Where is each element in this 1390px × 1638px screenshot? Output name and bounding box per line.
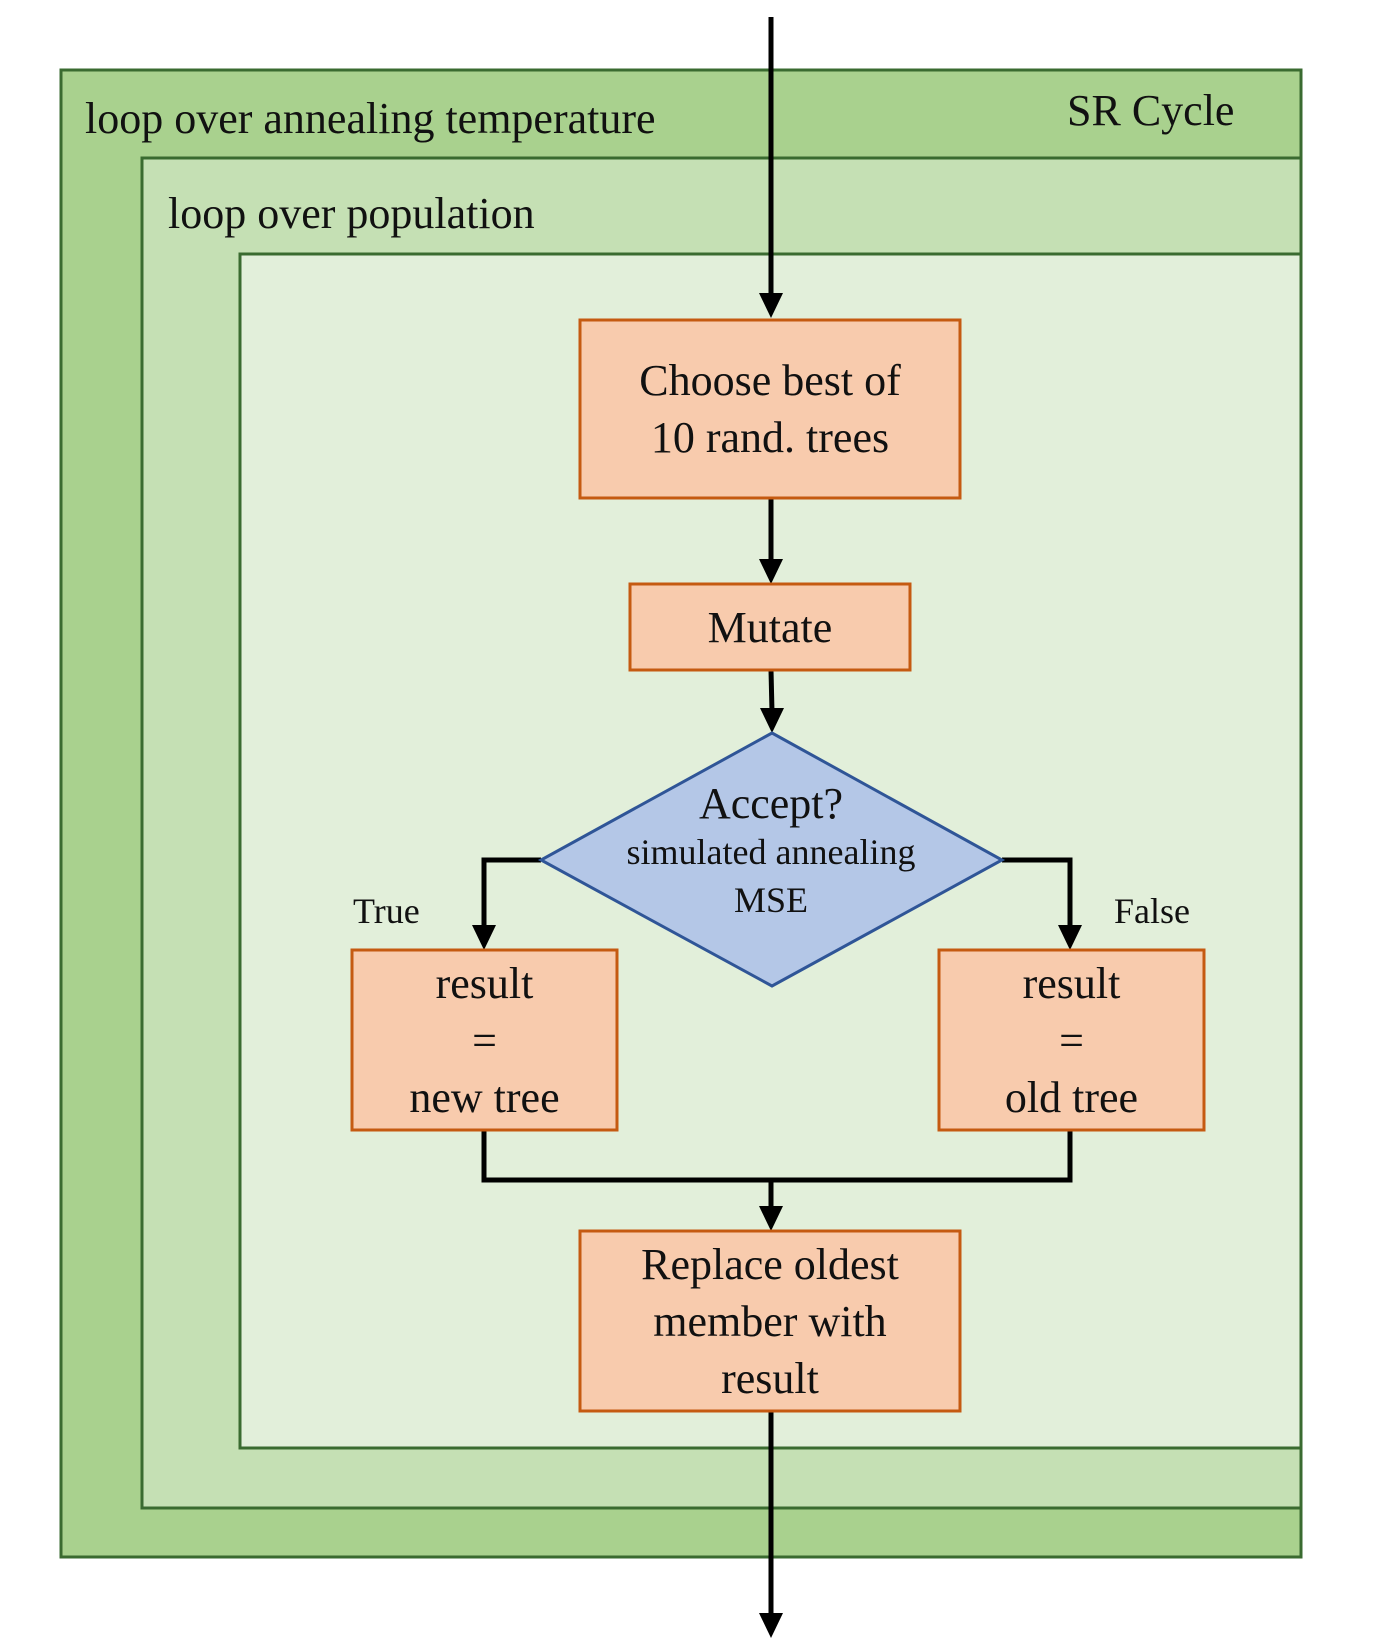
mutate-box (628, 582, 912, 672)
replace-line-2: member with (653, 1296, 887, 1346)
replace-line-1: Replace oldest (641, 1239, 899, 1289)
mutate-to-decision-line (768, 669, 775, 713)
true-branch-line (481, 857, 541, 925)
merge-line (481, 1130, 1073, 1183)
result-true-box (350, 948, 619, 1132)
decision-line-1: simulated annealing (626, 832, 916, 872)
replace-box (578, 1229, 962, 1413)
result-false-line-3: old tree (1004, 1072, 1139, 1122)
replace-box-text: Replace oldest member with result (580, 1231, 960, 1411)
result-false-text: result = old tree (939, 950, 1204, 1130)
merge-to-replace-arrowhead (759, 1206, 783, 1231)
true-branch-label: True (353, 891, 420, 931)
sr-cycle-title: SR Cycle (1067, 86, 1235, 135)
true-branch-arrowhead (472, 925, 496, 950)
false-branch-line (1002, 857, 1073, 925)
decision-diamond (537, 731, 1006, 988)
result-false-box (937, 948, 1206, 1132)
arrowheads (472, 293, 1082, 1638)
connectors (481, 17, 1073, 1616)
replace-line-3: result (721, 1353, 819, 1403)
outer-loop-label: loop over annealing temperature (85, 94, 656, 143)
result-false-line-1: result (1022, 958, 1121, 1008)
result-true-line-2: = (472, 1015, 497, 1065)
false-branch-arrowhead (1058, 925, 1082, 950)
decision-line-2: MSE (733, 880, 809, 920)
choose-box (578, 318, 962, 500)
result-true-line-1: result (435, 958, 534, 1008)
mutate-to-decision-arrowhead (760, 708, 784, 733)
exit-arrowhead (759, 1613, 783, 1638)
result-true-text: result = new tree (352, 950, 617, 1130)
choose-line-2: 10 rand. trees (650, 413, 890, 462)
false-branch-label: False (1114, 891, 1190, 931)
result-true-line-3: new tree (409, 1072, 560, 1122)
entry-arrowhead (759, 293, 783, 318)
result-false-line-2: = (1059, 1015, 1084, 1065)
middle-loop-label: loop over population (168, 189, 535, 238)
choose-box-text: Choose best of 10 rand. trees (580, 320, 960, 498)
choose-line-1: Choose best of (639, 356, 901, 405)
choose-to-mutate-arrowhead (759, 559, 783, 584)
decision-title: Accept? (698, 779, 844, 828)
decision-text: Accept? simulated annealing MSE (571, 780, 971, 940)
mutate-box-text: Mutate (630, 584, 910, 670)
mutate-label: Mutate (707, 602, 833, 652)
